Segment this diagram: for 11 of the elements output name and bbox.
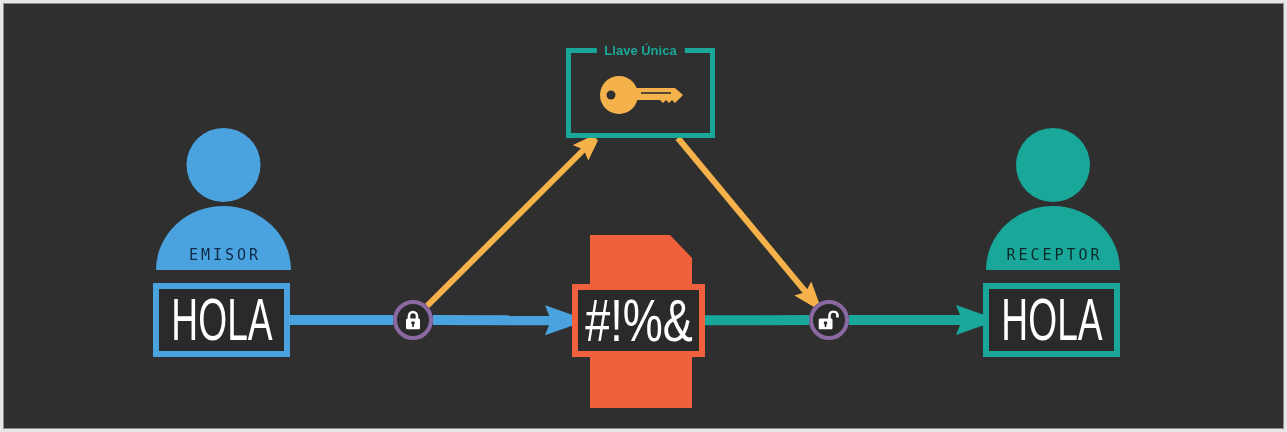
person-figure — [985, 127, 1121, 272]
person-figure — [155, 127, 292, 272]
connector-line — [290, 315, 393, 325]
role-label: EMISOR — [187, 247, 262, 264]
message-box — [153, 283, 290, 357]
connector-line — [705, 315, 809, 326]
message-text: #!%& — [584, 291, 693, 350]
message-text: HOLA — [170, 291, 273, 349]
message-box — [983, 283, 1120, 357]
message-text: HOLA — [1000, 291, 1103, 349]
role-label: RECEPTOR — [1005, 247, 1103, 264]
